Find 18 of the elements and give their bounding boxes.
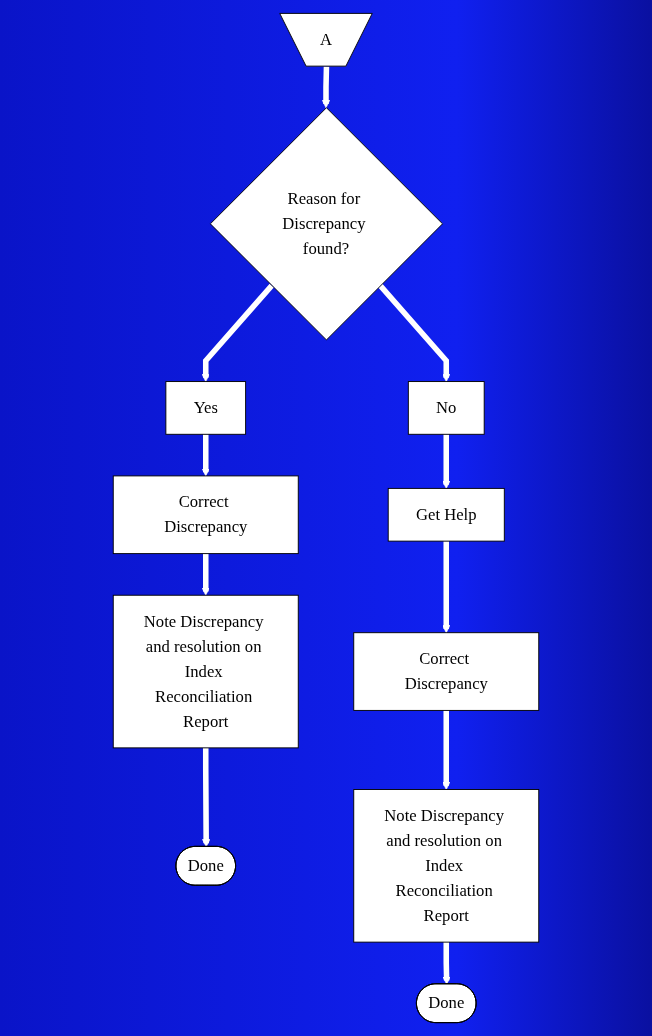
node-box: Correct Discrepancy	[353, 632, 540, 711]
arrow	[378, 283, 451, 382]
node-diamond: Reason for Discrepancy found?	[209, 107, 443, 341]
arrow	[201, 283, 274, 382]
arrow	[442, 434, 451, 489]
arrow	[202, 747, 211, 848]
arrow	[442, 710, 451, 790]
arrow	[442, 541, 451, 634]
node-box: Correct Discrepancy	[112, 475, 299, 555]
arrow	[442, 942, 451, 985]
node-box: No	[407, 381, 485, 435]
node-box: Yes	[165, 381, 247, 435]
arrow	[201, 553, 210, 596]
node-box: Note Discrepancy and resolution on Index Reconciliation Report	[353, 789, 540, 943]
node-box: Note Discrepancy and resolution on Index Reconciliation Report	[112, 594, 299, 749]
arrow	[201, 434, 210, 477]
node-box: Get Help	[387, 487, 505, 542]
arrow	[321, 66, 331, 109]
